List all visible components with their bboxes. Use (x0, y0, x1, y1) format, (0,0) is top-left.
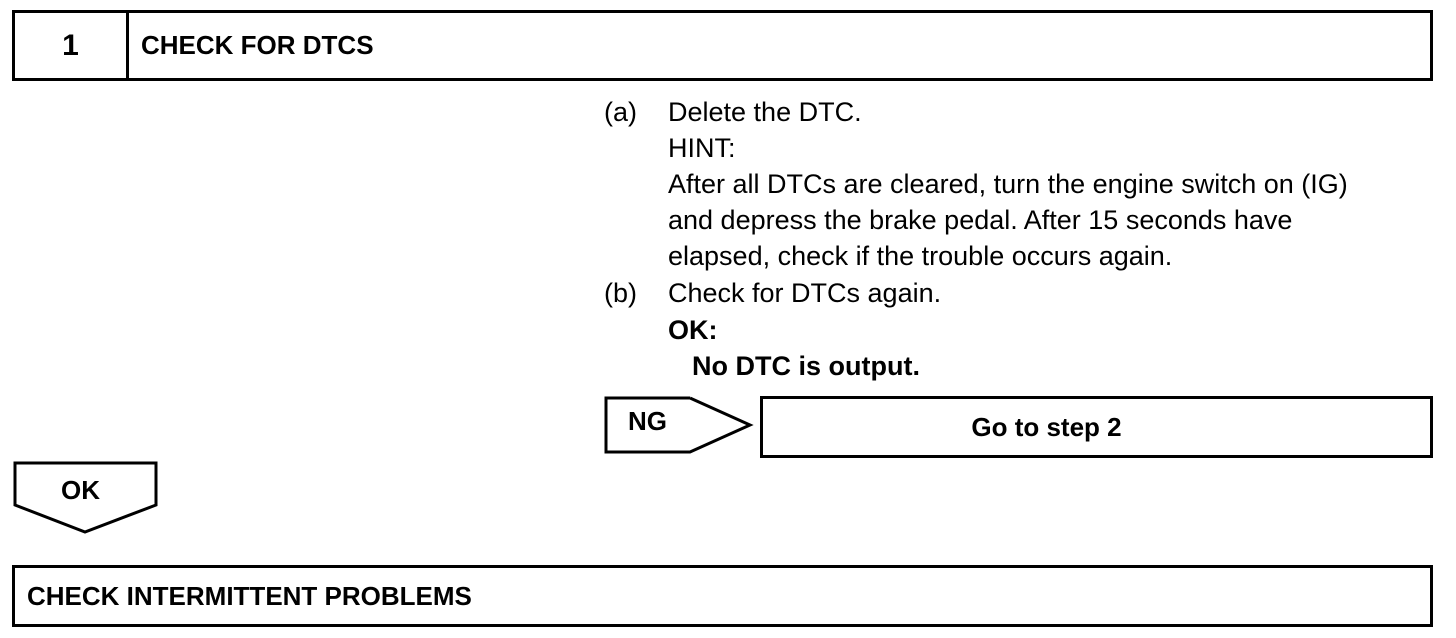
step-header: 1 CHECK FOR DTCS (12, 10, 1433, 81)
step-title: CHECK FOR DTCS (141, 30, 374, 60)
ok-criteria-value: No DTC is output. (692, 351, 920, 381)
ok-label: OK (61, 475, 100, 505)
ok-criteria-heading-text: OK: (668, 315, 718, 345)
instruction-text: Delete the DTC. (668, 97, 862, 127)
instruction-label: (b) (604, 278, 637, 308)
instruction-text: and depress the brake pedal. After 15 se… (668, 205, 1293, 235)
result-title: CHECK INTERMITTENT PROBLEMS (27, 580, 472, 611)
goto-step-text: Go to step 2 (971, 411, 1122, 442)
goto-step-box: Go to step 2 (760, 396, 1433, 458)
instruction-text: elapsed, check if the trouble occurs aga… (668, 241, 1173, 271)
step-number: 1 (15, 13, 129, 78)
instruction-text: Check for DTCs again. (668, 278, 942, 308)
ok-arrow-icon (13, 461, 158, 534)
instruction-label: (a) (604, 97, 637, 127)
instruction-text: After all DTCs are cleared, turn the eng… (668, 169, 1348, 199)
ng-label: NG (628, 406, 667, 436)
instruction-text: HINT: (668, 133, 736, 163)
result-box: CHECK INTERMITTENT PROBLEMS (12, 565, 1433, 627)
ng-arrow-icon (604, 396, 754, 454)
